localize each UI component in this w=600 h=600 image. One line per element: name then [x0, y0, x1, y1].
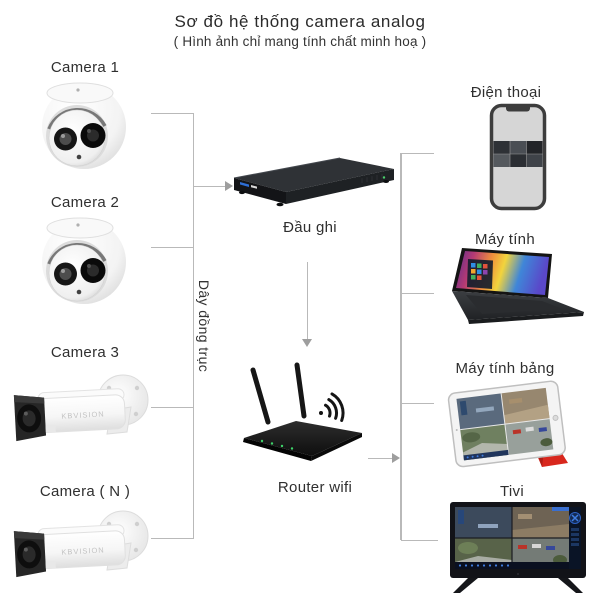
wifi-router-icon	[243, 362, 362, 461]
tv-connector	[401, 539, 438, 541]
bullet-camera-icon: KBVISION	[13, 510, 149, 578]
diagram-title: Sơ đồ hệ thống camera analog	[174, 12, 426, 31]
tv-icon	[450, 502, 586, 593]
tv-control-sidebar	[552, 507, 581, 569]
left-bus-line	[192, 113, 194, 539]
camera-brand-text: KBVISION	[61, 409, 105, 420]
tablet-connector	[401, 402, 434, 404]
camera-3-connector	[151, 406, 193, 408]
laptop-label: Máy tính	[475, 231, 535, 248]
bus-to-dvr-line	[194, 185, 225, 187]
start-menu	[467, 259, 493, 289]
phone-camera-grid	[493, 141, 543, 167]
dome-camera-icon	[42, 82, 126, 169]
dvr-to-router-arrowhead-icon	[302, 339, 312, 347]
phone-label: Điện thoại	[470, 84, 542, 101]
router-to-bus-arrowhead-icon	[392, 453, 400, 463]
camera-2-label: Camera 2	[50, 194, 120, 211]
router-label: Router wifi	[277, 479, 353, 496]
dvr-label: Đầu ghi	[283, 219, 337, 236]
smartphone-icon	[489, 103, 547, 211]
tv-label: Tivi	[500, 483, 524, 500]
dome-camera-icon	[42, 217, 126, 304]
bus-to-dvr-arrowhead-icon	[225, 181, 233, 191]
camera-brand-text: KBVISION	[61, 545, 105, 556]
laptop-connector	[401, 292, 434, 294]
tablet-camera-grid	[456, 387, 554, 461]
wifi-signal-icon	[319, 392, 345, 422]
camera-n-connector	[151, 537, 193, 539]
coaxial-cable-label: Dây đồng trục	[196, 279, 212, 373]
phone-connector	[401, 152, 434, 154]
camera-3-label: Camera 3	[50, 344, 120, 361]
diagram-subtitle: ( Hình ảnh chỉ mang tính chất minh hoạ )	[173, 34, 427, 49]
bullet-camera-icon: KBVISION	[13, 374, 149, 442]
right-bus-line	[400, 153, 402, 540]
camera-1-connector	[151, 112, 193, 114]
tablet-label: Máy tính bảng	[455, 360, 555, 377]
dvr-icon	[233, 157, 394, 207]
tablet-icon	[447, 380, 568, 468]
router-to-bus-line	[368, 457, 393, 459]
laptop-icon	[452, 248, 584, 324]
camera-1-label: Camera 1	[50, 59, 120, 76]
dvr-to-router-line	[306, 262, 308, 339]
tv-camera-grid	[455, 507, 569, 569]
camera-2-connector	[151, 246, 193, 248]
camera-n-label: Camera ( N )	[39, 483, 131, 500]
